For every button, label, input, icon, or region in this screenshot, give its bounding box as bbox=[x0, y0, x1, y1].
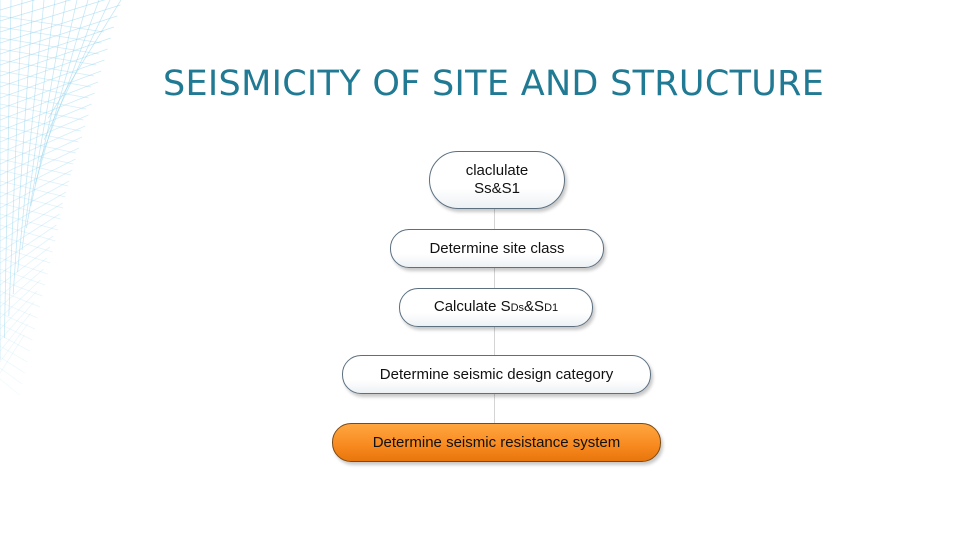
connector-line bbox=[494, 268, 495, 288]
wireframe-line bbox=[0, 279, 41, 319]
wireframe-line bbox=[0, 345, 28, 363]
wireframe-line bbox=[0, 15, 118, 55]
wireframe-line bbox=[0, 114, 89, 154]
wireframe-line bbox=[0, 268, 44, 308]
wireframe-line bbox=[0, 301, 35, 341]
wireframe-line bbox=[0, 147, 74, 165]
wireframe-line bbox=[0, 169, 73, 209]
wireframe-line bbox=[0, 136, 83, 176]
wireframe-line bbox=[0, 37, 111, 77]
wireframe-line bbox=[4, 0, 12, 339]
wireframe-line bbox=[0, 246, 51, 286]
wireframe-line bbox=[0, 158, 71, 176]
wireframe-line bbox=[0, 334, 30, 352]
wireframe-line bbox=[0, 4, 121, 44]
wireframe-line bbox=[0, 257, 48, 275]
wireframe-line bbox=[8, 0, 23, 317]
wireframe-line bbox=[0, 213, 59, 231]
wireframe-line bbox=[0, 367, 23, 385]
wireframe-line bbox=[12, 0, 34, 295]
step-label-prefix: Calculate S bbox=[433, 298, 511, 315]
wireframe-line bbox=[0, 279, 43, 297]
step-label: Determine site class bbox=[429, 239, 565, 257]
connector-line bbox=[494, 327, 495, 355]
wireframe-line bbox=[0, 70, 92, 88]
wireframe-line bbox=[0, 81, 89, 99]
step-label: Calculate SDs&SD1 bbox=[434, 298, 558, 317]
wireframe-line bbox=[0, 202, 61, 220]
wireframe-line bbox=[0, 114, 82, 132]
wireframe-line bbox=[48, 0, 122, 119]
wireframe-line bbox=[39, 0, 100, 163]
wireframe-line bbox=[0, 213, 60, 253]
wireframe-line bbox=[0, 290, 41, 308]
wireframe-line bbox=[0, 323, 33, 341]
wireframe-line bbox=[0, 290, 38, 330]
wireframe-line bbox=[0, 235, 54, 275]
wireframe-line bbox=[21, 0, 56, 251]
wireframe-line bbox=[0, 202, 64, 242]
wireframe-line bbox=[0, 125, 79, 143]
wireframe-line bbox=[26, 0, 67, 229]
wireframe-line bbox=[0, 301, 38, 319]
step-determine-site-class: Determine site class bbox=[390, 229, 604, 268]
step-label-line2: Ss&S1 bbox=[474, 180, 520, 197]
step-determine-seismic-resistance-system: Determine seismic resistance system bbox=[332, 423, 661, 462]
wireframe-line bbox=[0, 356, 25, 374]
wireframe-line bbox=[0, 235, 53, 253]
wireframe-line bbox=[0, 334, 25, 374]
wireframe-line bbox=[0, 37, 99, 55]
connector-line bbox=[494, 209, 495, 229]
step-label: Determine seismic resistance system bbox=[372, 433, 621, 451]
wireframe-line bbox=[0, 81, 99, 121]
wireframe-line bbox=[17, 0, 45, 273]
wireframe-line bbox=[0, 103, 84, 121]
wireframe-line bbox=[0, 26, 115, 66]
wireframe-line bbox=[0, 268, 46, 286]
wireframe-line bbox=[0, 125, 86, 165]
wireframe-line bbox=[0, 257, 48, 297]
wireframe-line bbox=[0, 136, 76, 154]
wireframe-building-decoration bbox=[0, 0, 122, 396]
wireframe-line bbox=[0, 180, 70, 220]
wireframe-line bbox=[0, 59, 94, 77]
step-label-mid: &S bbox=[524, 298, 545, 315]
wireframe-line bbox=[0, 246, 51, 264]
wireframe-line bbox=[34, 0, 89, 185]
wireframe-line bbox=[0, 312, 36, 330]
wireframe-line bbox=[0, 378, 20, 396]
wireframe-line bbox=[0, 169, 69, 187]
wireframe-line bbox=[43, 0, 111, 141]
subscript-d1: D1 bbox=[544, 302, 559, 314]
connector-line bbox=[494, 394, 495, 423]
wireframe-line bbox=[0, 92, 87, 110]
wireframe-line bbox=[0, 191, 67, 231]
slide-title: SEISMICITY OF SITE AND STRUCTURE bbox=[163, 64, 825, 104]
step-calculate-sds-sd1: Calculate SDs&SD1 bbox=[399, 288, 593, 327]
wireframe-line bbox=[0, 224, 57, 264]
wireframe-line bbox=[0, 92, 95, 132]
step-label: Determine seismic design category bbox=[379, 365, 614, 383]
subscript-ds: Ds bbox=[510, 302, 525, 314]
wireframe-line bbox=[0, 323, 28, 363]
wireframe-line bbox=[0, 158, 76, 198]
wireframe-line bbox=[0, 103, 92, 143]
step-label-line1: claclulate bbox=[465, 162, 529, 179]
wireframe-line bbox=[0, 224, 56, 242]
wireframe-line bbox=[0, 312, 32, 352]
step-determine-seismic-design-category: Determine seismic design category bbox=[342, 355, 651, 394]
step-calculate-ss-s1: claclulate Ss&S1 bbox=[429, 151, 565, 209]
